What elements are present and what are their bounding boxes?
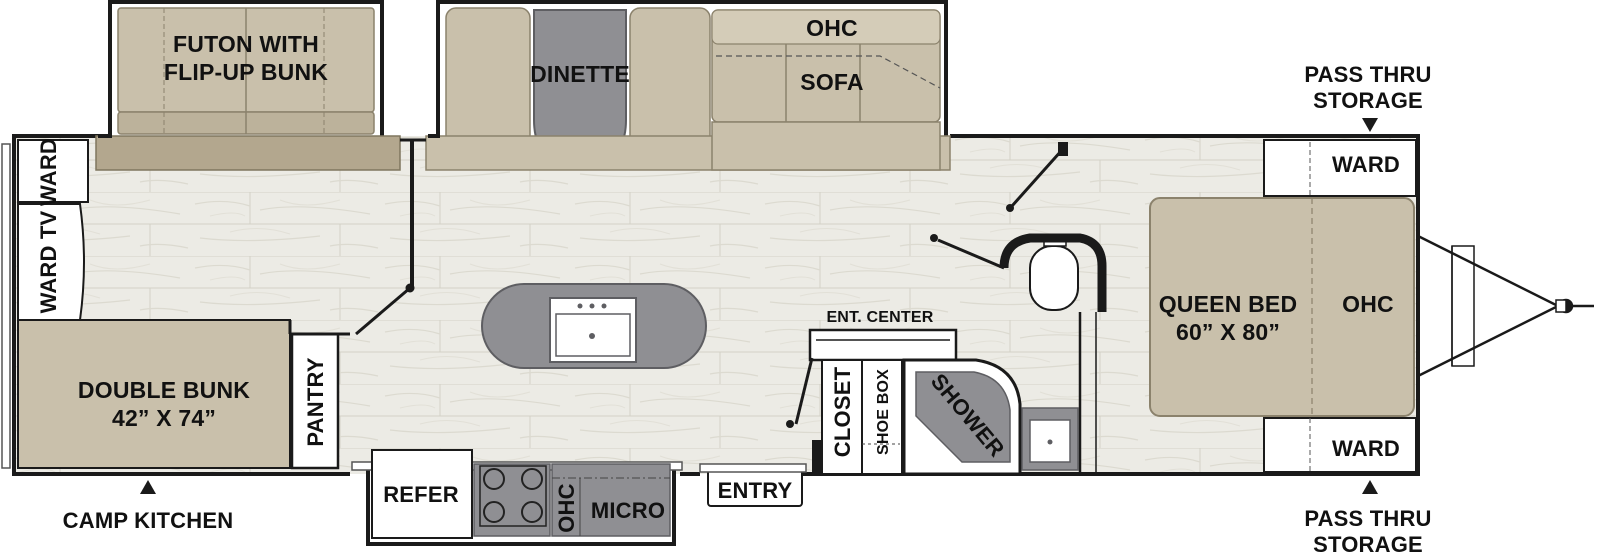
- futon-slide: [95, 0, 401, 171]
- pass-thru-bottom-arrow: [1362, 480, 1378, 494]
- ohc-front-label: OHC: [1342, 291, 1394, 317]
- camp-kitchen-label: CAMP KITCHEN: [63, 508, 234, 533]
- bunk-wall: [355, 138, 426, 336]
- ward-top-right-label: WARD: [1332, 152, 1400, 177]
- sofa-label: SOFA: [800, 69, 863, 95]
- pass-thru-top-label-2: STORAGE: [1313, 88, 1423, 113]
- bathroom: [902, 142, 1107, 476]
- shoe-box-label: SHOE BOX: [875, 369, 892, 455]
- futon-label-1: FUTON WITH: [173, 31, 319, 57]
- pantry-label: PANTRY: [303, 357, 328, 446]
- ohc-top-label: OHC: [806, 15, 858, 41]
- closet-block: [786, 328, 958, 475]
- rear-bunk-area: [17, 139, 350, 470]
- pass-thru-bottom-label-1: PASS THRU: [1304, 506, 1431, 531]
- ward-tv-label: WARD TV: [36, 210, 61, 313]
- closet-label: CLOSET: [830, 366, 855, 457]
- kitchen-slide: [351, 449, 683, 546]
- double-bunk-label-1: DOUBLE BUNK: [78, 377, 250, 403]
- ward-bottom-right-label: WARD: [1332, 436, 1400, 461]
- cooktop-burners: [479, 465, 547, 527]
- double-bunk-label-2: 42” X 74”: [112, 405, 216, 431]
- pass-thru-top-arrow: [1362, 118, 1378, 132]
- front-bedroom: [1149, 139, 1417, 473]
- pass-thru-top-label-1: PASS THRU: [1304, 62, 1431, 87]
- queen-bed-label-1: QUEEN BED: [1159, 291, 1298, 317]
- ward-left-label: WARD: [36, 138, 61, 206]
- hitch: [1417, 234, 1594, 378]
- refer-label: REFER: [383, 482, 459, 507]
- entry-label: ENTRY: [718, 478, 793, 503]
- camp-kitchen-arrow: [140, 480, 156, 494]
- micro-label: MICRO: [591, 498, 665, 523]
- pass-thru-bottom-label-2: STORAGE: [1313, 532, 1423, 557]
- left-rear-trim: [1, 143, 11, 469]
- queen-bed-label-2: 60” X 80”: [1176, 319, 1280, 345]
- living-slide: [425, 0, 951, 171]
- ohc-kitchen-label: OHC: [554, 483, 579, 533]
- ent-center-label: ENT. CENTER: [826, 309, 933, 326]
- futon-label-2: FLIP-UP BUNK: [164, 59, 328, 85]
- dinette-label: DINETTE: [530, 61, 630, 87]
- kitchen-island: [481, 283, 707, 369]
